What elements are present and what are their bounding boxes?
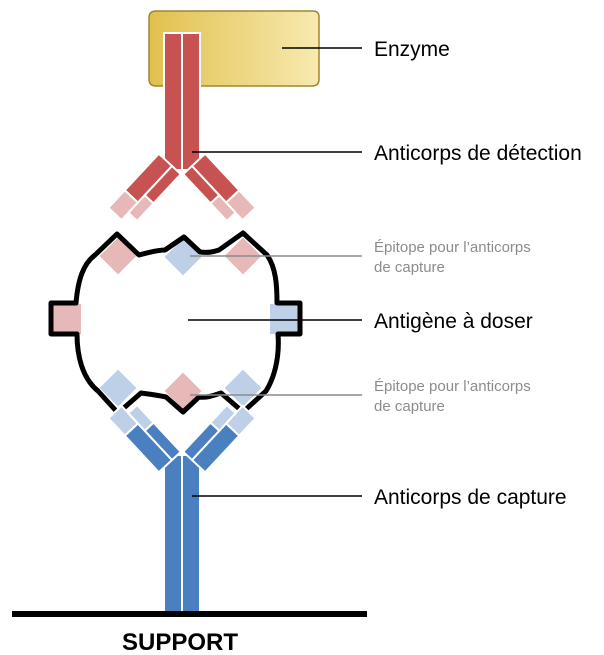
- capture-antibody: [108, 398, 255, 615]
- label-epitope-top-line1: Épitope pour l’anticorps: [374, 239, 531, 256]
- antigen: [51, 233, 300, 413]
- label-support: SUPPORT: [122, 629, 238, 655]
- label-epitope-top-line2: de capture: [374, 259, 445, 276]
- label-epitope-bottom-line2: de capture: [374, 398, 445, 415]
- label-enzyme: Enzyme: [374, 38, 450, 61]
- epitope-left: [53, 304, 81, 334]
- support-bar: [12, 611, 367, 617]
- epitope-right: [270, 304, 298, 334]
- label-capture-antibody: Anticorps de capture: [374, 486, 567, 509]
- label-antigen: Antigène à doser: [374, 310, 533, 333]
- label-epitope-bottom-line1: Épitope pour l’anticorps: [374, 378, 531, 395]
- label-detection-antibody: Anticorps de détection: [374, 142, 582, 165]
